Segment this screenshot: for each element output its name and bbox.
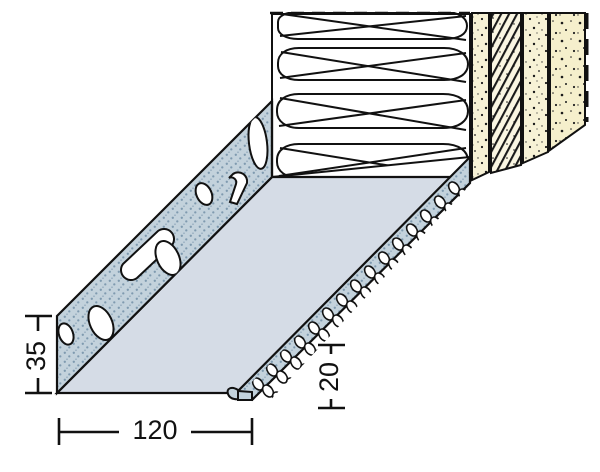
insulation-hatch	[276, 12, 470, 177]
dimension-label-20: 20	[314, 362, 344, 392]
dimension-35	[25, 314, 52, 395]
dimension-label-35: 35	[21, 341, 51, 371]
rear-flange-slots	[57, 116, 269, 346]
render-layer-finish	[549, 12, 586, 152]
slot-keyhole	[228, 171, 249, 206]
mesh-speckle-overlay	[491, 13, 521, 173]
slot-oval	[57, 322, 75, 346]
render-layer-base-coat	[471, 12, 490, 182]
render-layer-intermediate	[522, 12, 549, 165]
drip-edge-nose	[226, 386, 253, 401]
slot-small-oval	[194, 182, 214, 206]
rear-perforated-flange	[55, 98, 274, 396]
insulation-board	[270, 11, 471, 179]
dimension-120	[57, 418, 254, 445]
render-layer-group	[471, 12, 589, 182]
dimension-20	[318, 343, 345, 410]
slot-oval	[87, 305, 115, 341]
dimension-label-120: 120	[132, 415, 177, 445]
